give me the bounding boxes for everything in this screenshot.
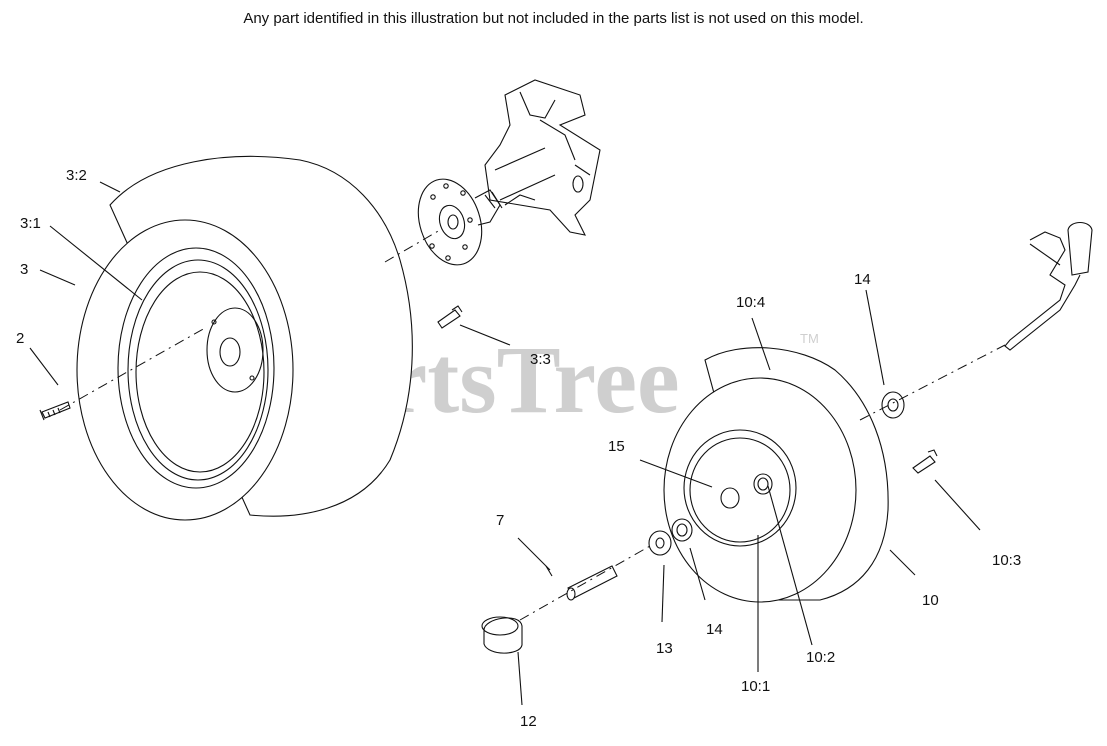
hub-flange (417, 178, 503, 266)
callout-12: 12 (520, 713, 537, 730)
callout-14-bottom: 14 (706, 621, 723, 638)
callout-10: 10 (922, 592, 939, 609)
callout-14-top: 14 (854, 271, 871, 288)
washer-14-top (881, 391, 905, 419)
callout-10-3: 10:3 (992, 552, 1021, 569)
callout-10-4: 10:4 (736, 294, 765, 311)
washer-14-bottom (671, 518, 693, 542)
bolt-2 (39, 401, 71, 421)
callout-7: 7 (496, 512, 504, 529)
small-wheel (663, 347, 938, 603)
callout-2: 2 (16, 330, 24, 347)
callout-3-3: 3:3 (530, 351, 551, 368)
washer-13 (648, 530, 672, 556)
callout-3: 3 (20, 261, 28, 278)
axle-frame (484, 79, 601, 236)
callout-13: 13 (656, 640, 673, 657)
watermark-trademark: TM (800, 331, 819, 346)
diagram-notice: Any part identified in this illustration… (243, 10, 864, 27)
hub-cap-12 (481, 616, 523, 654)
callout-10-1: 10:1 (741, 678, 770, 695)
spindle (1004, 221, 1093, 351)
large-wheel (76, 155, 463, 521)
callout-3-2: 3:2 (66, 167, 87, 184)
leader-lines (29, 181, 981, 706)
callout-10-2: 10:2 (806, 649, 835, 666)
callout-3-1: 3:1 (20, 215, 41, 232)
callout-15: 15 (608, 438, 625, 455)
shaft (566, 565, 618, 601)
